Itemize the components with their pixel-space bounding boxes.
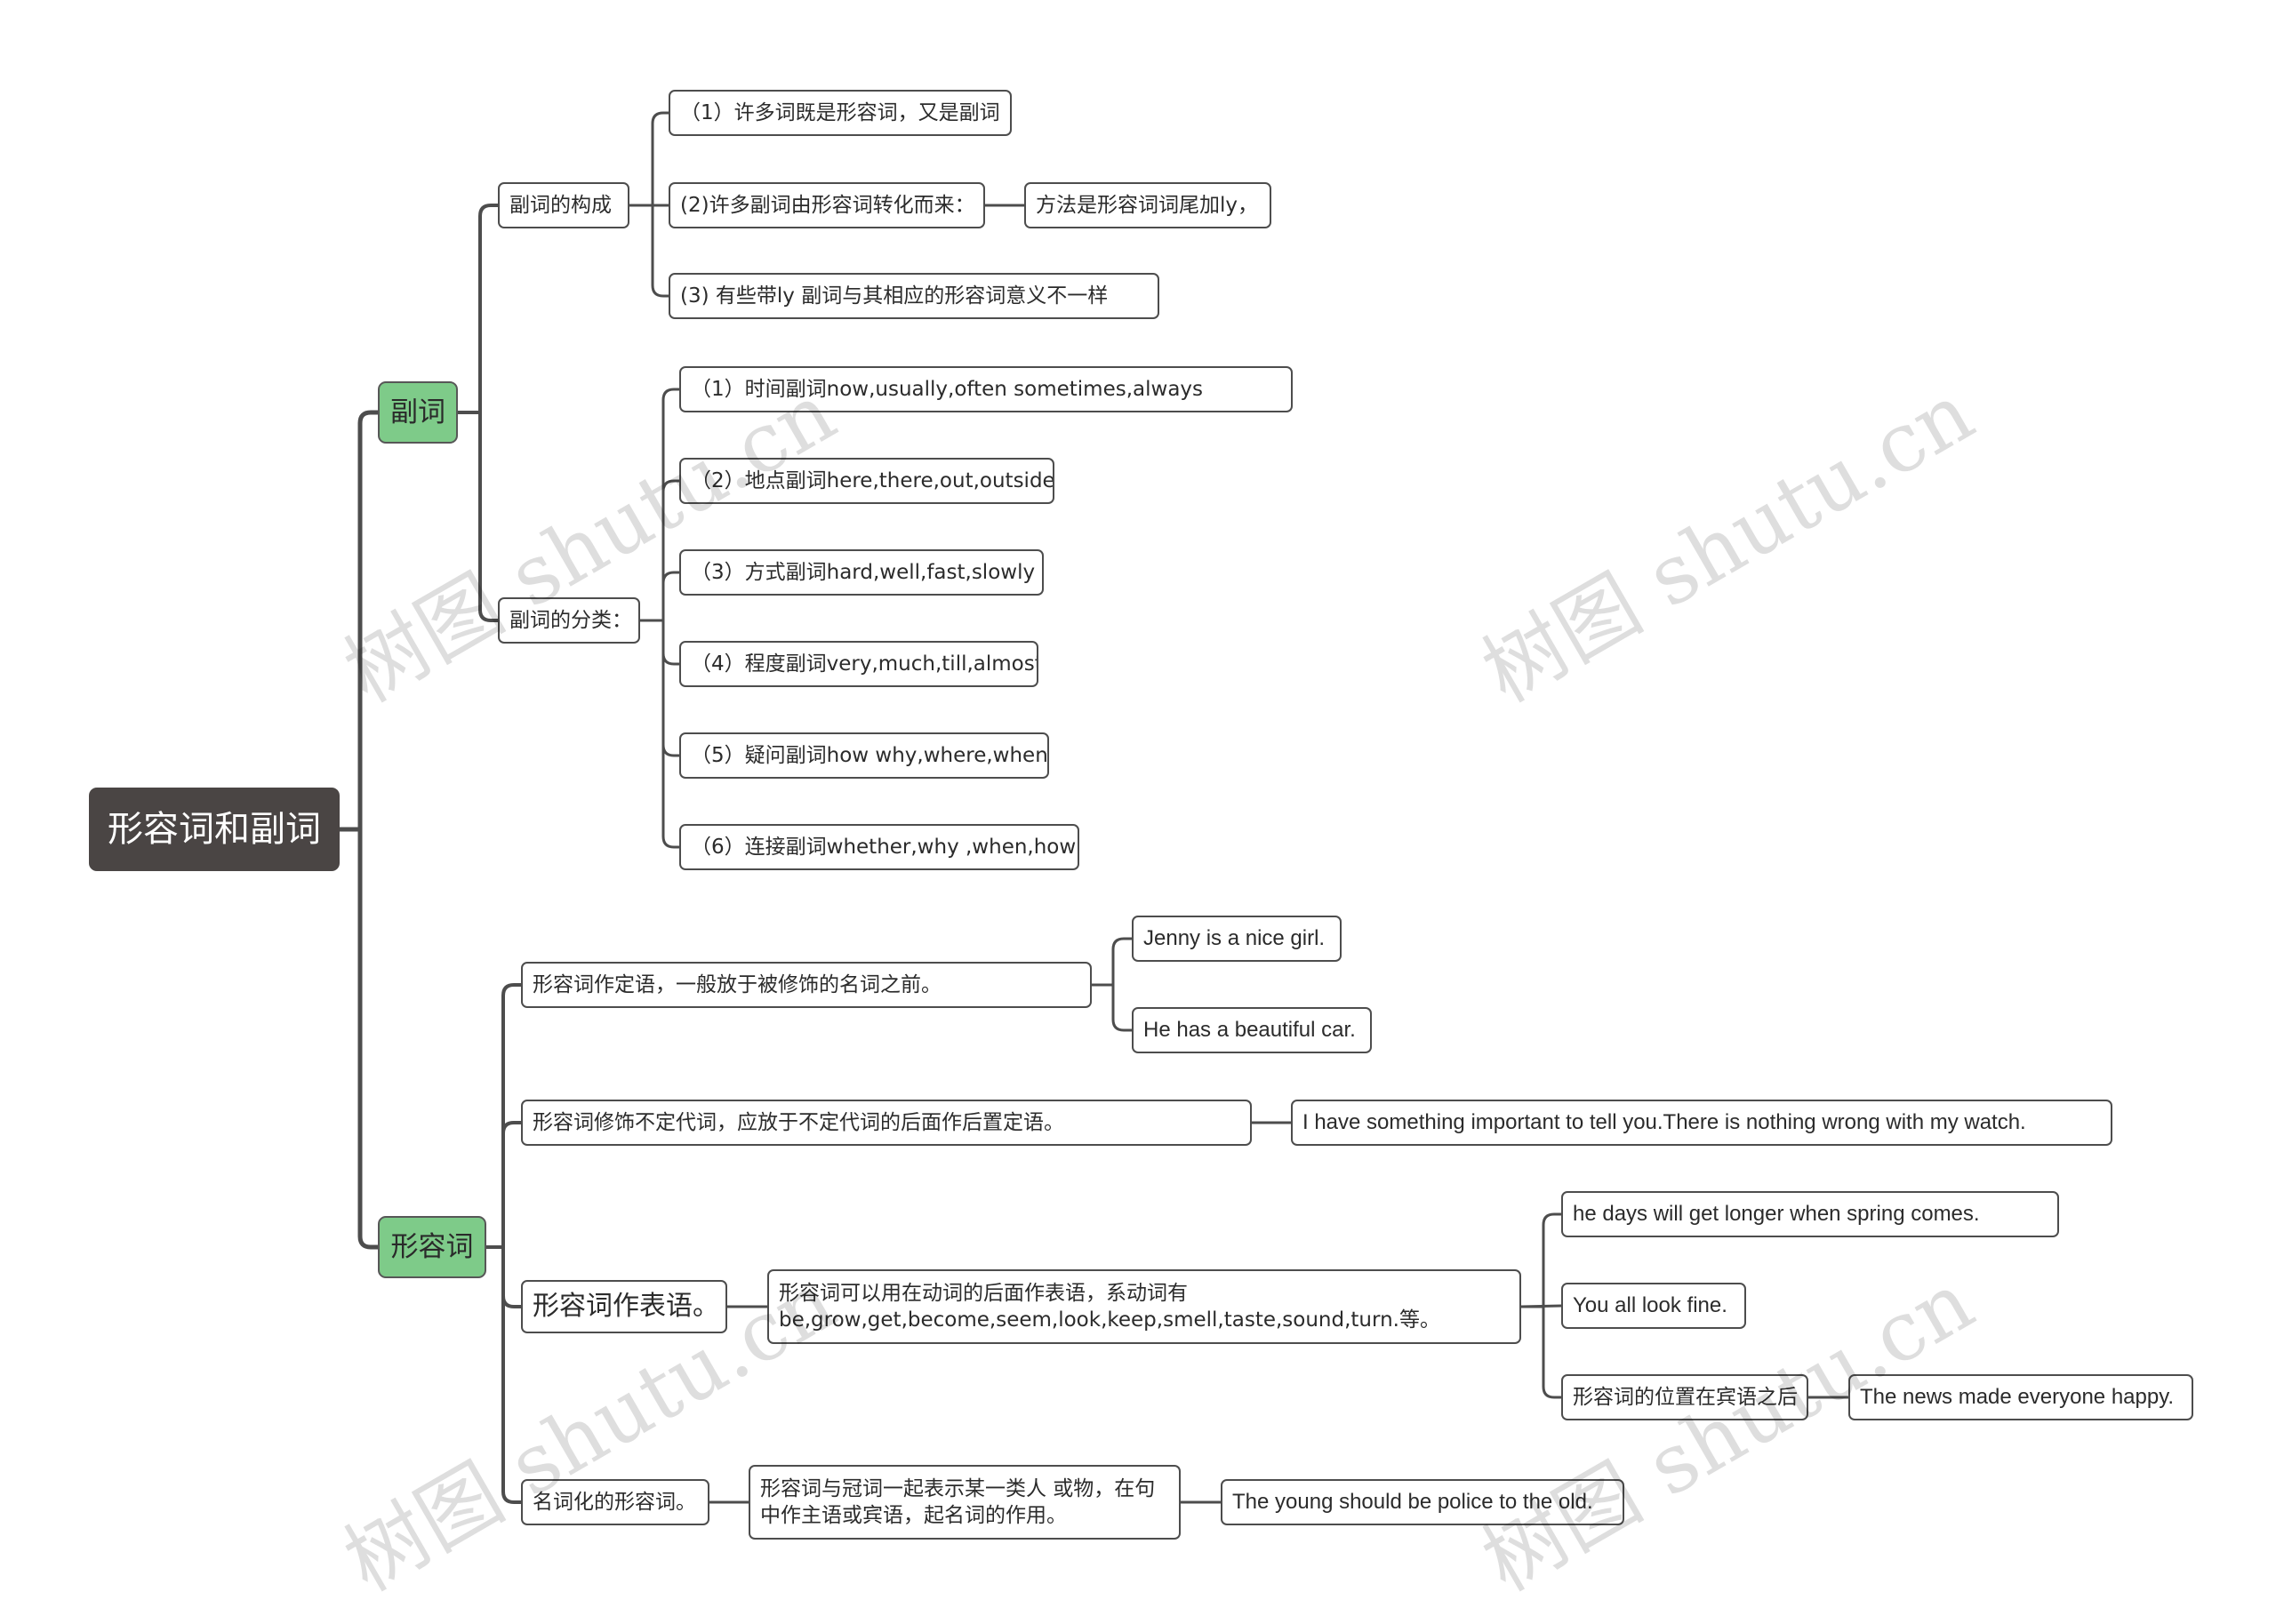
position-example[interactable]: The news made everyone happy. [1848,1374,2193,1420]
connector-9-2 [1521,1305,1561,1399]
connector-1-1 [458,411,498,622]
connector-4-4 [640,619,679,757]
connector-5-3 [486,1245,521,1504]
position-after-object-node[interactable]: 形容词的位置在宾语之后 [1561,1374,1808,1420]
connector-6-0 [1092,937,1132,987]
nominalized-description[interactable]: 形容词与冠词一起表示某一类人 或物，在句中作主语或宾语，起名词的作用。 [749,1465,1181,1540]
connector-0-1 [340,827,378,1250]
formation-method[interactable]: 方法是形容词词尾加ly， [1024,182,1271,228]
nominalized-example[interactable]: The young should be police to the old. [1221,1479,1624,1525]
connector-1-0 [458,204,498,414]
indefinite-example[interactable]: I have something important to tell you.T… [1291,1100,2112,1146]
connector-5-1 [486,1121,521,1249]
connector-4-5 [640,619,679,849]
adjective-attributive-node[interactable]: 形容词作定语，一般放于被修饰的名词之前。 [521,962,1092,1008]
connector-5-0 [486,983,521,1249]
connector-0-0 [340,410,378,832]
classification-item-2[interactable]: （2）地点副词here,there,out,outside [679,458,1054,504]
adverb-node[interactable]: 副词 [378,381,458,444]
predicative-description[interactable]: 形容词可以用在动词的后面作表语，系动词有be,grow,get,become,s… [767,1269,1521,1344]
classification-item-3[interactable]: （3）方式副词hard,well,fast,slowly [679,549,1044,596]
classification-item-6[interactable]: （6）连接副词whether,why ,when,how [679,824,1079,870]
attributive-example-2[interactable]: He has a beautiful car. [1132,1007,1372,1053]
classification-item-4[interactable]: （4）程度副词very,much,till,almost [679,641,1038,687]
attributive-example-1[interactable]: Jenny is a nice girl. [1132,916,1342,962]
formation-item-1[interactable]: （1）许多词既是形容词，又是副词 [669,90,1012,136]
adjective-predicative-node[interactable]: 形容词作表语。 [521,1280,727,1333]
connector-4-2 [640,571,679,622]
predicative-example-1[interactable]: he days will get longer when spring come… [1561,1191,2059,1237]
adverb-classification-node[interactable]: 副词的分类： [498,597,640,644]
connector-6-1 [1092,983,1132,1032]
predicative-example-2[interactable]: You all look fine. [1561,1283,1746,1329]
connector-4-1 [640,479,679,622]
adverb-formation-node[interactable]: 副词的构成 [498,182,629,228]
formation-item-3[interactable]: (3) 有些带ly 副词与其相应的形容词意义不一样 [669,273,1159,319]
formation-item-2[interactable]: (2)许多副词由形容词转化而来： [669,182,985,228]
adjective-nominalized-node[interactable]: 名词化的形容词。 [521,1479,709,1525]
adjective-indefinite-node[interactable]: 形容词修饰不定代词，应放于不定代词的后面作后置定语。 [521,1100,1252,1146]
connector-2-2 [629,204,669,298]
connector-4-3 [640,619,679,666]
classification-item-5[interactable]: （5）疑问副词how why,where,when [679,732,1049,779]
connector-2-0 [629,111,669,207]
root-node[interactable]: 形容词和副词 [89,788,340,871]
connector-9-0 [1521,1212,1561,1308]
adjective-node[interactable]: 形容词 [378,1216,486,1278]
connector-4-0 [640,388,679,622]
classification-item-1[interactable]: （1）时间副词now,usually,often sometimes,alway… [679,366,1293,412]
